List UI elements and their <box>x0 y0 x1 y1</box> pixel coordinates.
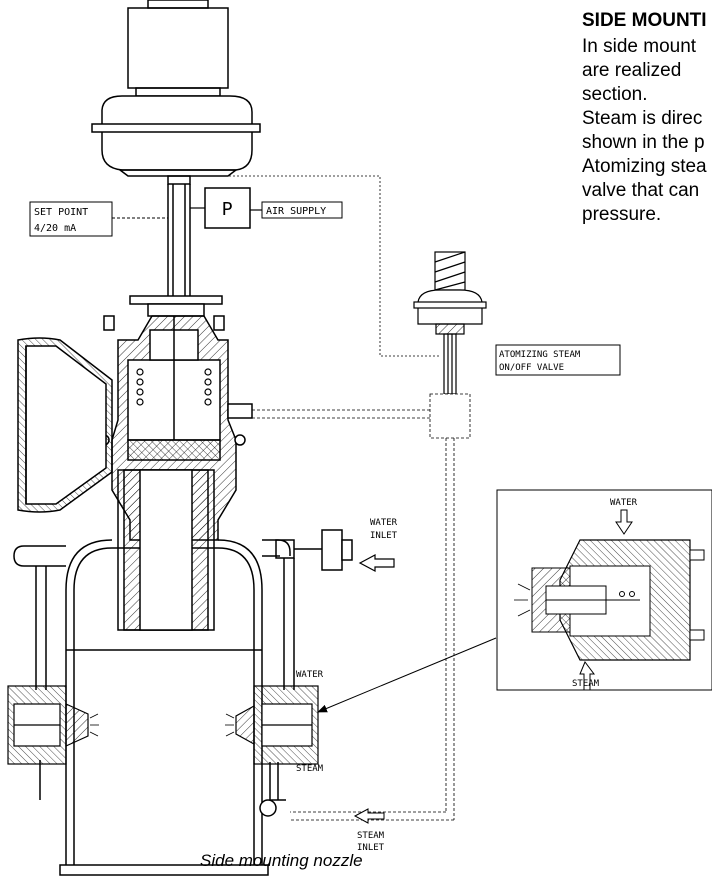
right-nozzle <box>225 685 319 765</box>
junction-box <box>429 393 471 439</box>
desuperheater-vessel <box>59 469 269 876</box>
nozzle-detail-view: WATER STEAM <box>496 489 712 691</box>
section-heading: SIDE MOUNTI <box>582 10 707 31</box>
left-piping <box>13 545 66 800</box>
steam-inlet-label-line1: STEAM <box>357 831 385 841</box>
atomizing-valve-box <box>495 344 621 376</box>
positioner-box <box>204 187 251 229</box>
signal-line <box>185 175 440 357</box>
steam-inlet-arrow <box>353 808 385 824</box>
outlet-cone <box>17 337 113 513</box>
paragraph-line: section. <box>582 84 648 105</box>
water-inlet-arrow <box>358 554 395 572</box>
paragraph-line: Atomizing stea <box>582 156 707 177</box>
figure-caption: Side mounting nozzle <box>200 851 363 870</box>
paragraph-line: valve that can <box>582 180 700 201</box>
steam-label: STEAM <box>296 764 324 774</box>
set-point-box <box>29 201 113 237</box>
atomizing-label-line1: ATOMIZING STEAM <box>499 350 581 360</box>
left-nozzle <box>7 685 99 765</box>
atomizing-steam-valve <box>413 251 487 395</box>
air-supply-label: AIR SUPPLY <box>266 206 326 217</box>
set-point-label-line1: SET POINT <box>34 207 88 218</box>
actuator <box>91 0 261 185</box>
right-piping <box>259 529 353 817</box>
water-inlet-label-line2: INLET <box>370 531 398 541</box>
water-label: WATER <box>296 670 324 680</box>
detail-leader-arrow <box>317 637 497 713</box>
set-point-label-line2: 4/20 mA <box>34 223 76 234</box>
detail-water-label: WATER <box>610 498 638 508</box>
detail-steam-label: STEAM <box>572 679 600 689</box>
water-inlet-label-line1: WATER <box>370 518 398 528</box>
air-supply-box <box>261 201 343 219</box>
paragraph-line: pressure. <box>582 204 662 225</box>
paragraph-line: are realized <box>582 60 682 81</box>
positioner-label: P <box>222 199 233 220</box>
steam-inlet-label-line2: INLET <box>357 843 385 853</box>
paragraph-line: shown in the p <box>582 132 705 153</box>
paragraph-line: Steam is direc <box>582 108 703 129</box>
atomizing-label-line2: ON/OFF VALVE <box>499 363 564 373</box>
paragraph-line: In side mount <box>582 36 697 57</box>
